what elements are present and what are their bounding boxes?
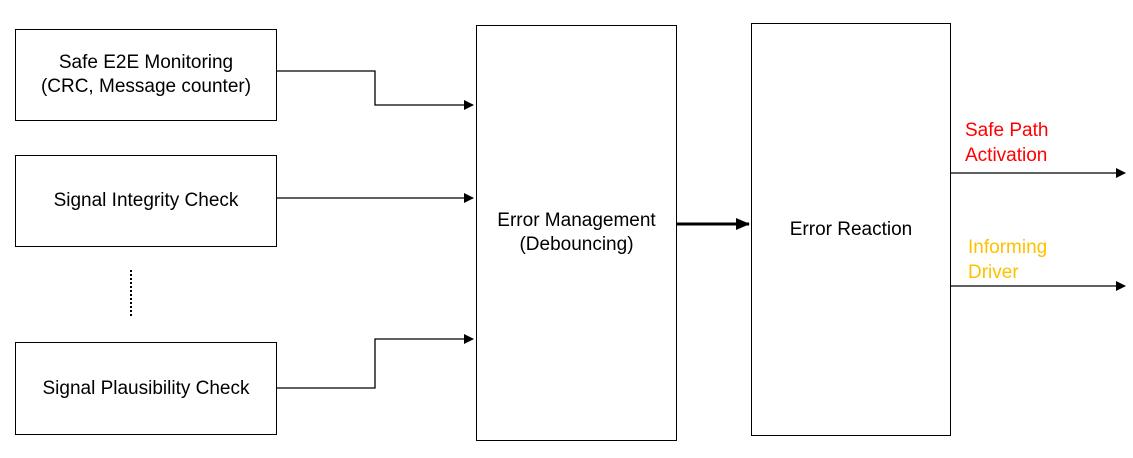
informing-driver-label: Informing Driver xyxy=(968,235,1047,285)
error-reaction-label: Error Reaction xyxy=(789,218,913,240)
safe-path-line2: Activation xyxy=(965,145,1048,166)
safe-path-line1: Safe Path xyxy=(965,120,1049,141)
safe-path-activation-label: Safe Path Activation xyxy=(965,118,1048,168)
safe-e2e-monitoring-title: Safe E2E Monitoring xyxy=(58,52,234,73)
error-management-title: Error Management xyxy=(497,210,656,231)
error-management-detail: (Debouncing) xyxy=(519,234,634,255)
error-management-box: Error Management (Debouncing) xyxy=(476,25,677,441)
safe-e2e-monitoring-detail: (CRC, Message counter) xyxy=(40,76,252,97)
error-reaction-box: Error Reaction xyxy=(751,23,951,436)
safe-e2e-monitoring-box: Safe E2E Monitoring (CRC, Message counte… xyxy=(15,29,277,121)
informing-driver-line1: Informing xyxy=(968,237,1048,258)
signal-plausibility-check-box: Signal Plausibility Check xyxy=(15,342,277,435)
arrow-plausibility-to-error-management xyxy=(276,334,474,389)
signal-integrity-check-box: Signal Integrity Check xyxy=(15,155,277,247)
signal-plausibility-check-label: Signal Plausibility Check xyxy=(42,377,250,399)
informing-driver-line2: Driver xyxy=(968,262,1019,283)
signal-integrity-check-label: Signal Integrity Check xyxy=(53,190,239,211)
arrow-e2e-to-error-management xyxy=(276,70,474,110)
